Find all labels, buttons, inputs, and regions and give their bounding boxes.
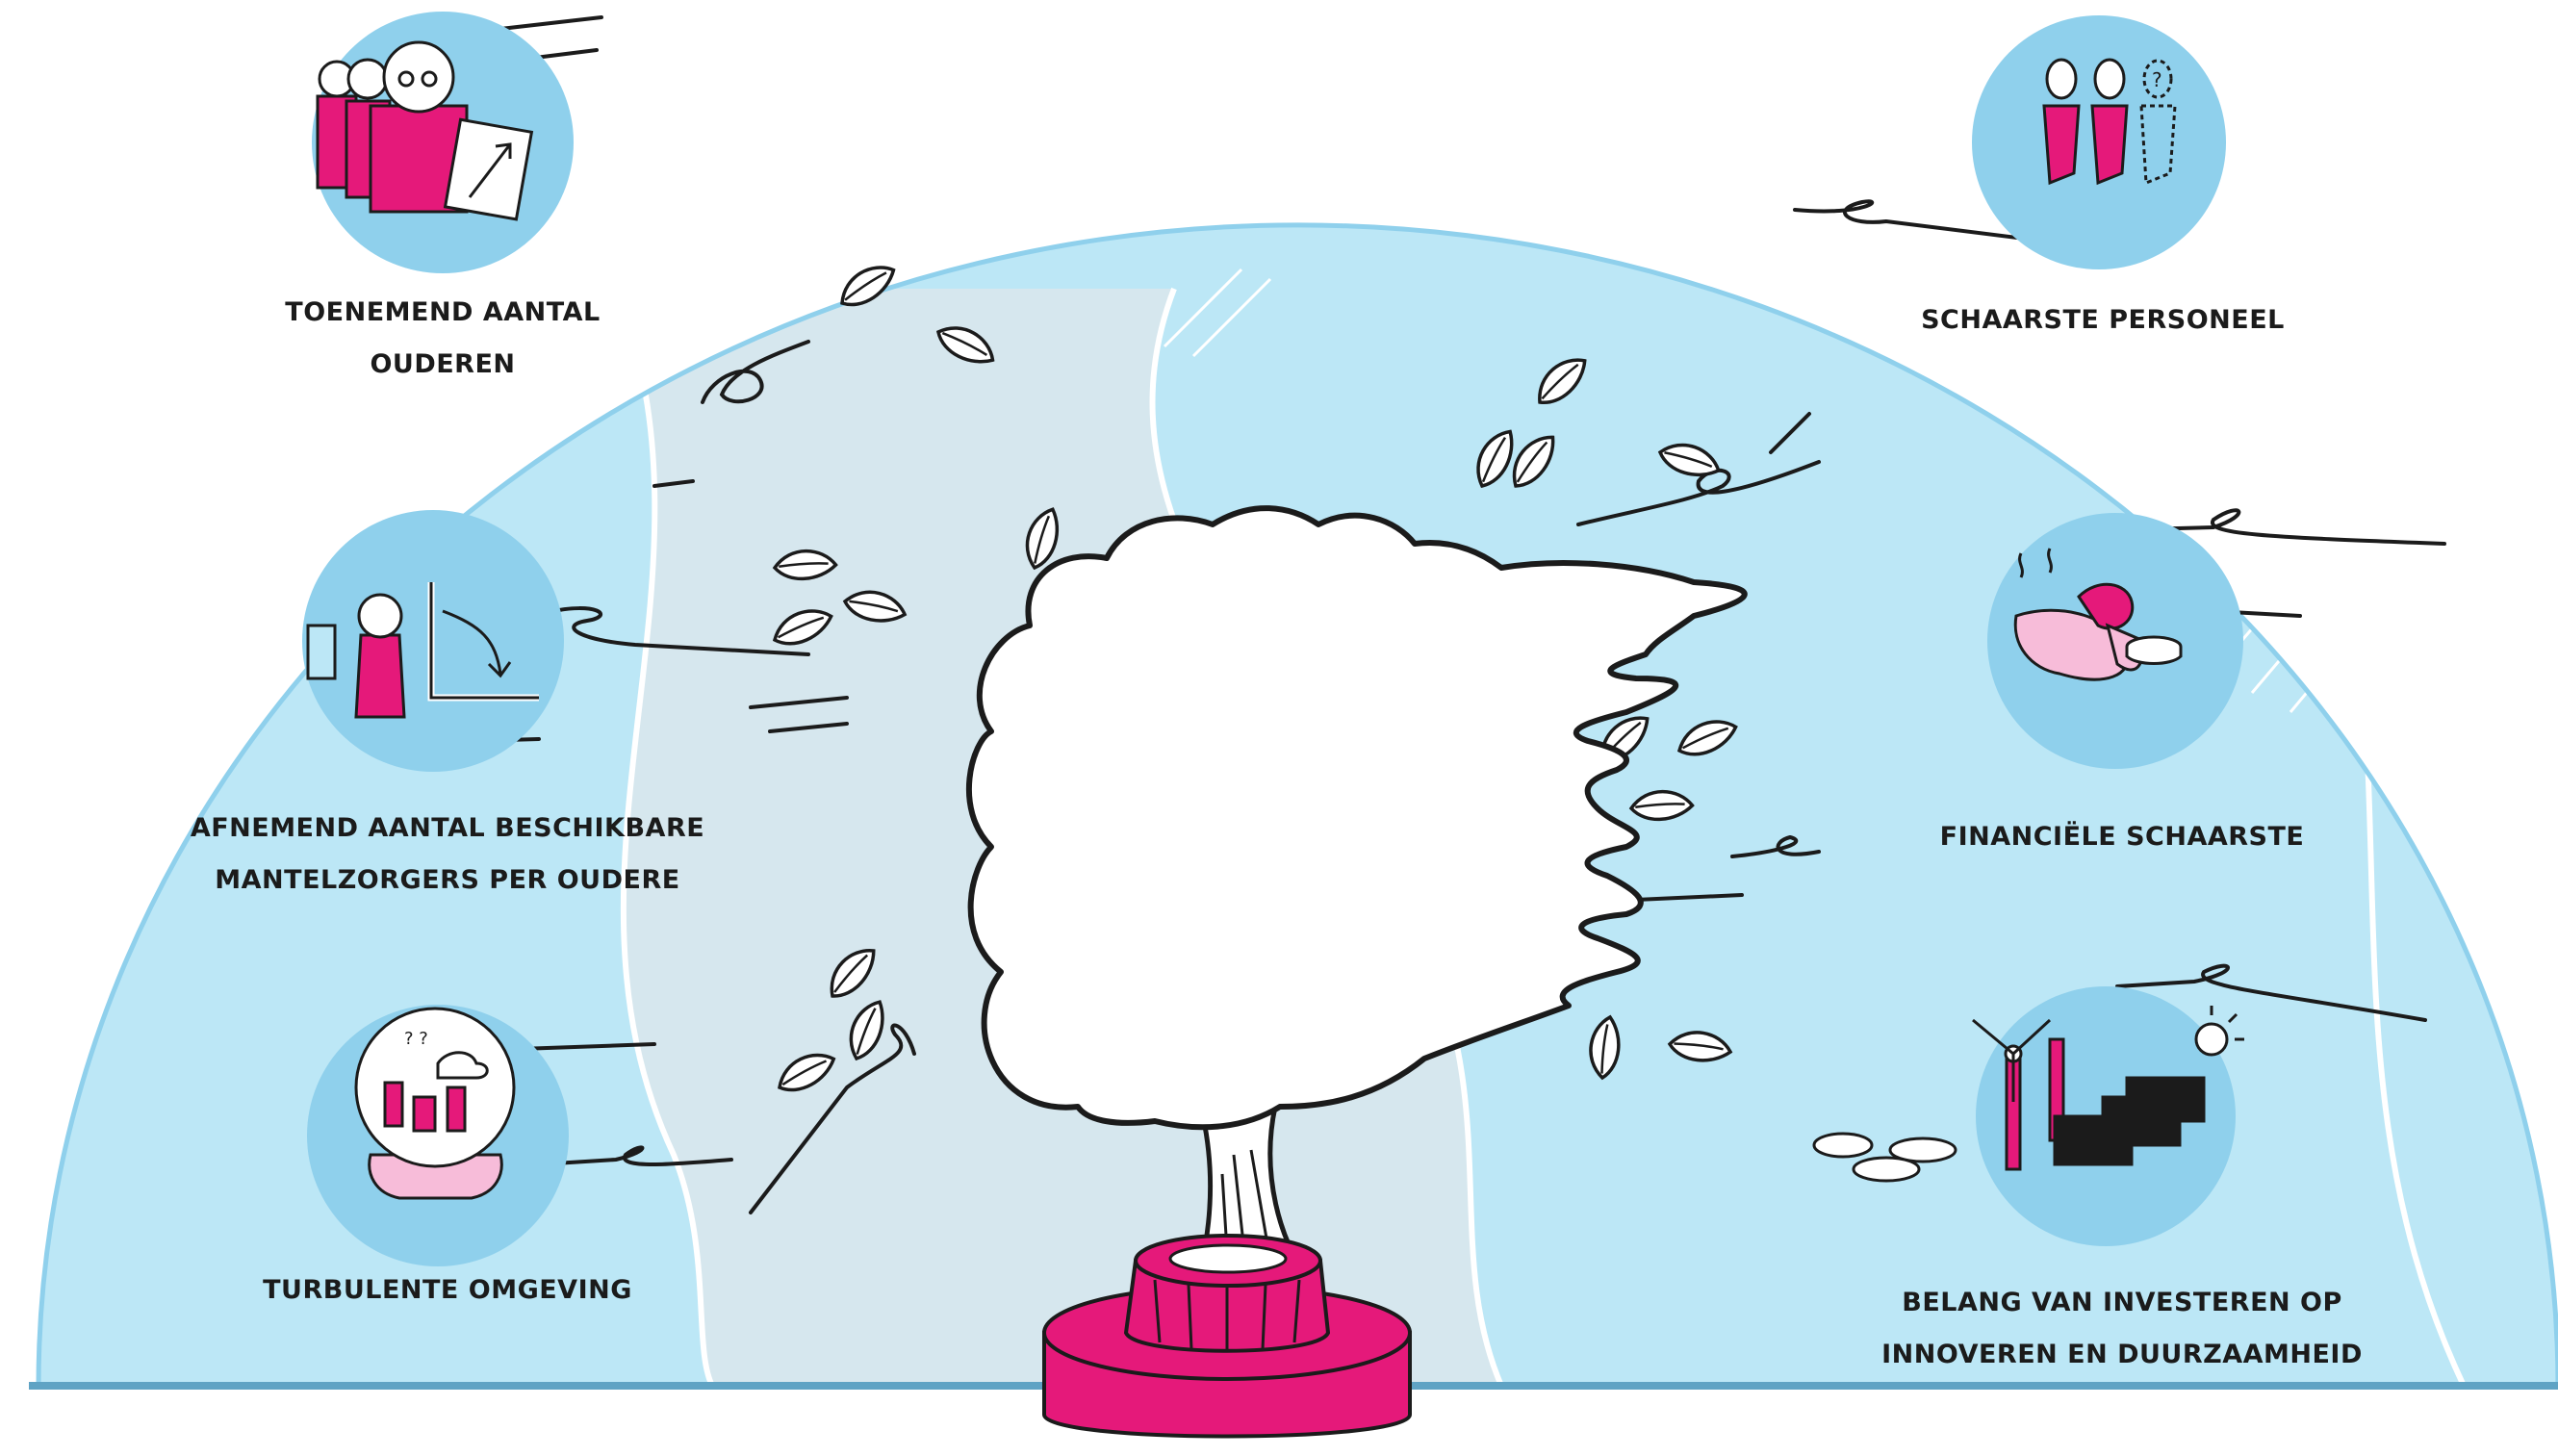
label-turbulente-omgeving: TURBULENTE OMGEVING xyxy=(236,1264,659,1316)
circle-mantelzorgers xyxy=(302,510,564,772)
circle-financieel xyxy=(1987,513,2243,769)
label-schaarste-personeel: SCHAARSTE PERSONEEL xyxy=(1886,294,2319,346)
crystal-ball-icon: ? ? xyxy=(356,1009,514,1198)
label-financiele-schaarste: FINANCIËLE SCHAARSTE xyxy=(1906,811,2339,863)
svg-text:?: ? xyxy=(2152,68,2162,91)
svg-text:? ?: ? ? xyxy=(404,1029,428,1049)
circle-personeel: ? xyxy=(1972,15,2226,269)
circle-turbulent: ? ? xyxy=(307,1005,569,1266)
circle-ouderen xyxy=(312,12,574,273)
